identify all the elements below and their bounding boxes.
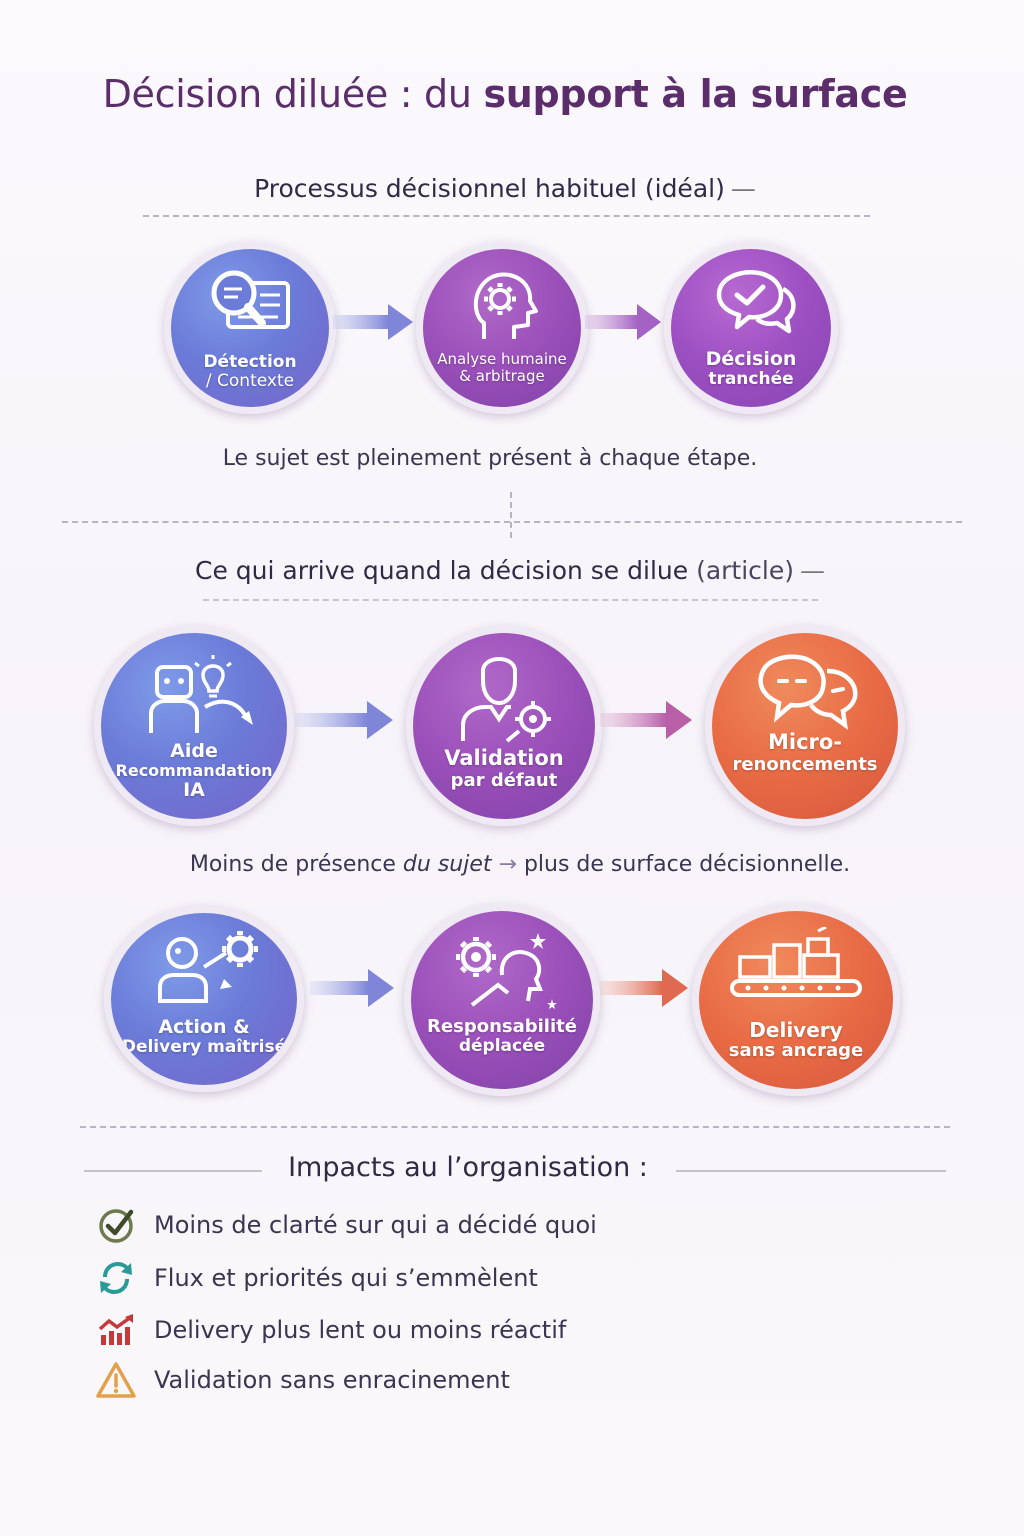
step-validation-line2: par défaut: [450, 769, 558, 791]
section2-title-strong: Ce qui arrive quand la décision se dilue: [194, 556, 689, 585]
step-micro-line1: Micro-: [767, 730, 843, 754]
step-analyse-line1: Analyse humaine: [437, 350, 567, 368]
step-aide-ia: Aide Recommandation IA: [94, 626, 294, 826]
vertical-divider: [510, 492, 512, 538]
step-decision: Décision tranchée: [664, 242, 838, 414]
impacts-rule-right: [676, 1170, 946, 1172]
caption-italic: du sujet: [402, 852, 492, 877]
caption-arrow: →: [498, 852, 517, 877]
person-stamp-icon: [449, 647, 559, 747]
impact-text-flux: Flux et priorités qui s’emmèlent: [154, 1264, 538, 1292]
refresh-arrows-icon: [96, 1258, 136, 1298]
impact-text-delivery-content: Delivery plus lent ou moins réactif: [154, 1316, 567, 1344]
step-delivery-line2: sans ancrage: [728, 1040, 864, 1062]
impact-item: Moins de clarté sur qui a décidé quoi: [96, 1205, 597, 1245]
impact-item: Validation sans enracinement: [96, 1360, 510, 1400]
step-delivery-sans-ancrage: Delivery sans ancrage: [692, 904, 900, 1096]
impact-text-validation: Validation sans enracinement: [154, 1366, 510, 1394]
step-micro-line2: renoncements: [732, 753, 878, 775]
step-action-delivery: Action & Delivery maîtrisé: [104, 906, 304, 1092]
section2-title: Ce qui arrive quand la décision se dilue…: [120, 556, 900, 585]
step-action-line2: Delivery maîtrisé: [121, 1037, 287, 1058]
step-responsabilite-label: Responsabilité déplacée: [427, 1016, 577, 1057]
step-decision-label: Décision tranchée: [705, 348, 797, 390]
step-detection-line1: Détection: [203, 352, 297, 372]
speech-bubbles-icon: [745, 651, 865, 735]
section1-divider: [143, 215, 870, 217]
section2-title-light: (article): [696, 556, 795, 585]
head-gear-icon: [462, 267, 542, 347]
chat-check-icon: [701, 263, 801, 347]
step-detection-label: Détection / Contexte: [203, 352, 297, 392]
step-aide-ia-line3: IA: [183, 779, 205, 802]
page-title: Décision diluée : du support à la surfac…: [0, 72, 1010, 116]
step-delivery-label: Delivery sans ancrage: [729, 1019, 863, 1062]
step-validation-label: Validation par défaut: [444, 746, 564, 791]
step-action-line1: Action &: [158, 1016, 250, 1038]
step-aide-ia-line1: Aide: [170, 740, 218, 762]
gear-head-icon: [442, 927, 562, 1015]
warning-triangle-icon: [96, 1360, 136, 1400]
section-divider: [62, 521, 962, 523]
step-analyse: Analyse humaine & arbitrage: [416, 242, 588, 414]
section2-divider: [203, 599, 818, 601]
impacts-rule-left: [84, 1170, 262, 1172]
section2-title-dash: —: [800, 556, 826, 585]
step-action-label: Action & Delivery maîtrisé: [121, 1016, 287, 1058]
conveyor-boxes-icon: [726, 925, 866, 1015]
title-bold: support à la surface: [483, 72, 908, 116]
step-responsabilite-line2: déplacée: [458, 1036, 546, 1057]
step-detection: Détection / Contexte: [164, 242, 336, 414]
impact-item: Delivery plus lent ou moins réactif: [96, 1310, 566, 1350]
arrow-r1-1-2: [295, 701, 393, 739]
section1-title-text: Processus décisionnel habituel (idéal): [254, 174, 725, 203]
step-delivery-line1: Delivery: [749, 1018, 843, 1042]
step-validation-line1: Validation: [444, 746, 564, 770]
step-micro-renoncements: Micro- renoncements: [705, 626, 905, 826]
step-responsabilite-line1: Responsabilité: [427, 1016, 577, 1037]
impact-text-delivery: Delivery plus lent ou moins réactif: [154, 1316, 566, 1344]
person-gear-icon: [144, 927, 264, 1011]
title-prefix: Décision diluée : du: [102, 72, 484, 116]
impact-text-clarity: Moins de clarté sur qui a décidé quoi: [154, 1211, 597, 1239]
arrow-r2-1-2: [310, 969, 394, 1007]
impacts-divider: [80, 1126, 950, 1128]
impacts-title: Impacts au l’organisation :: [288, 1152, 648, 1183]
section1-title-dash: —: [730, 174, 756, 203]
step-decision-line2: tranchée: [708, 369, 794, 390]
section2-caption: Moins de présence du sujet → plus de sur…: [100, 852, 940, 877]
chart-down-icon: [96, 1310, 136, 1350]
section1-caption: Le sujet est pleinement présent à chaque…: [222, 446, 758, 471]
check-circle-icon: [96, 1205, 136, 1245]
robot-bulb-icon: [129, 653, 259, 741]
step-analyse-label: Analyse humaine & arbitrage: [437, 351, 567, 385]
step-aide-ia-label: Aide Recommandation IA: [115, 740, 273, 802]
impact-item: Flux et priorités qui s’emmèlent: [96, 1258, 538, 1298]
arrow-r1-2-3: [600, 701, 692, 739]
search-document-icon: [202, 267, 298, 347]
step-decision-line1: Décision: [705, 348, 797, 370]
step-micro-label: Micro- renoncements: [732, 730, 878, 775]
caption-post: plus de surface décisionnelle.: [516, 852, 851, 877]
step-detection-line2: / Contexte: [205, 371, 295, 392]
arrow-2-3: [585, 304, 661, 340]
section1-title: Processus décisionnel habituel (idéal)—: [140, 174, 870, 203]
arrow-r2-2-3: [600, 969, 688, 1007]
step-aide-ia-line2: Recommandation: [115, 761, 273, 781]
step-validation: Validation par défaut: [406, 626, 602, 826]
arrow-1-2: [333, 304, 413, 340]
step-responsabilite: Responsabilité déplacée: [404, 904, 600, 1096]
step-analyse-line2: & arbitrage: [459, 366, 545, 385]
caption-pre: Moins de présence: [189, 852, 403, 877]
